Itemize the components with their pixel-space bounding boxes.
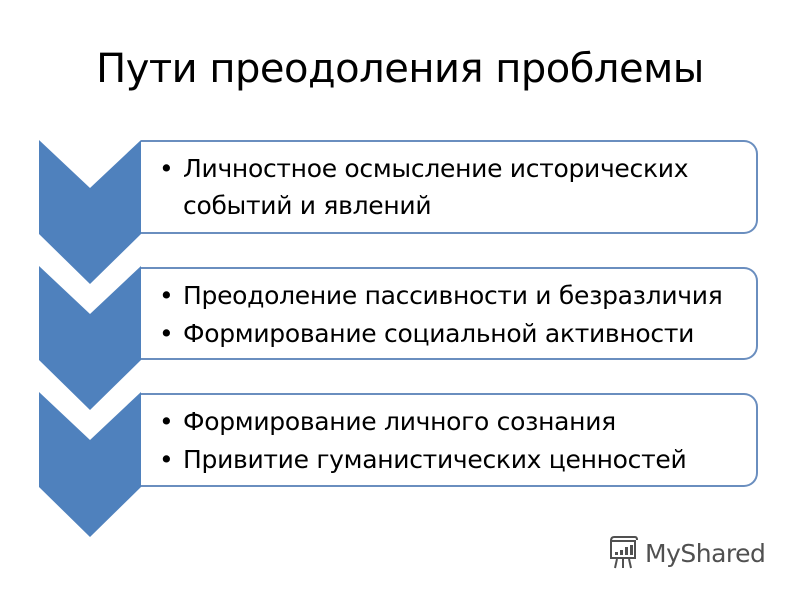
step-2-bullet-1: Преодоление пассивности и безразличия	[157, 277, 746, 315]
step-1-box: Личностное осмысление исторических событ…	[141, 140, 758, 234]
slide-title: Пути преодоления проблемы	[96, 46, 704, 92]
chevron-step-3	[39, 392, 141, 537]
step-2-bullet-2: Формирование социальной активности	[157, 315, 746, 353]
watermark-text: MyShared	[645, 538, 766, 568]
step-1-bullet-1: Личностное осмысление исторических событ…	[157, 150, 746, 224]
step-3-bullet-2: Привитие гуманистических ценностей	[157, 441, 746, 479]
myshared-watermark: MyShared	[607, 536, 766, 570]
step-3-bullet-1: Формирование личного сознания	[157, 403, 746, 441]
chevron-step-1	[39, 140, 141, 284]
step-3-box: Формирование личного сознания Привитие г…	[141, 393, 758, 487]
presentation-board-icon	[610, 536, 638, 569]
step-2-box: Преодоление пассивности и безразличия Фо…	[141, 267, 758, 360]
chevron-step-2	[39, 266, 141, 410]
